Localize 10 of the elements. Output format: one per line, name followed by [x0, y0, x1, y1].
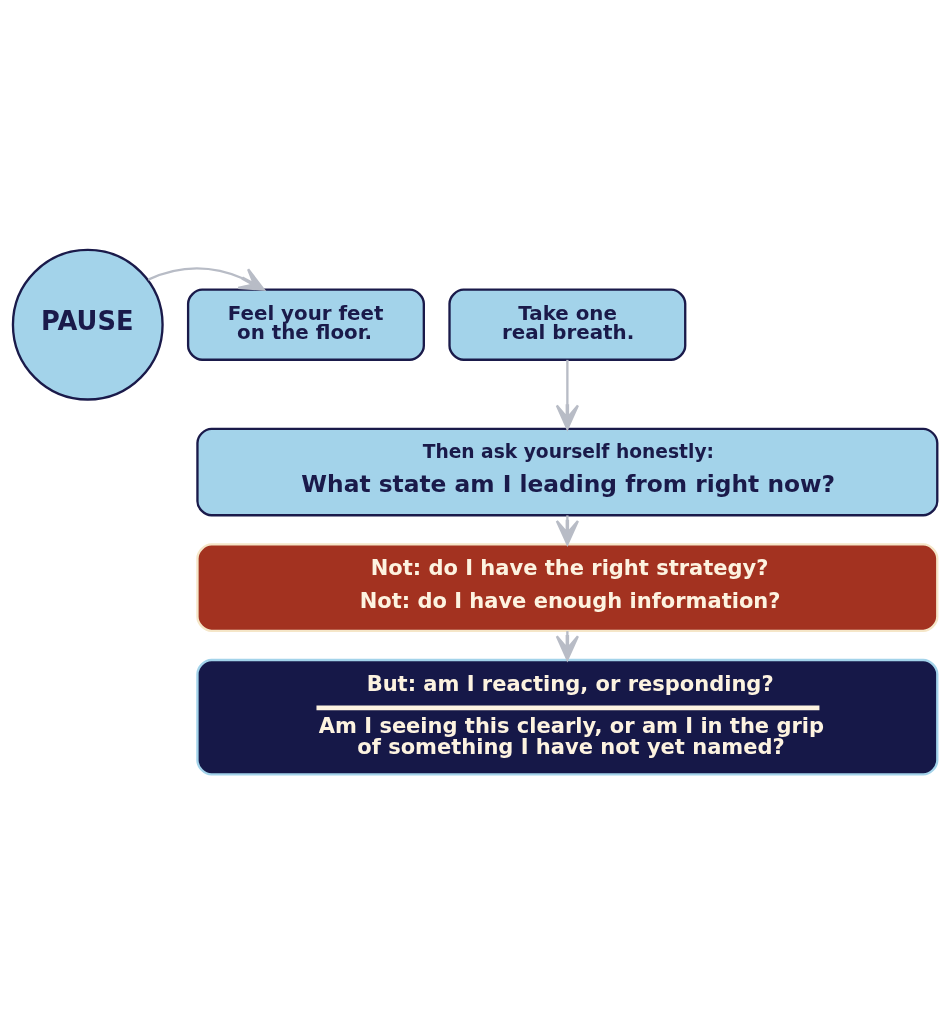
node-circle: PAUSE: [11, 248, 164, 401]
arrow: [555, 631, 580, 661]
node-box: Then ask yourself honestly: What state am I leading from right now?: [196, 427, 939, 517]
node-box: But: am I reacting, or responding? Am I seeing this clearly, or am I in the grip of something I have not yet named?: [196, 658, 939, 776]
node-box: Take one real breath.: [448, 288, 687, 361]
node-box: Feel your feet on the floor.: [186, 288, 425, 361]
arrow: [555, 515, 580, 546]
arrow: [147, 267, 265, 291]
arrow: [555, 359, 580, 430]
node-box: Not: do I have the right strategy? Not: do I have enough information?: [196, 543, 939, 632]
